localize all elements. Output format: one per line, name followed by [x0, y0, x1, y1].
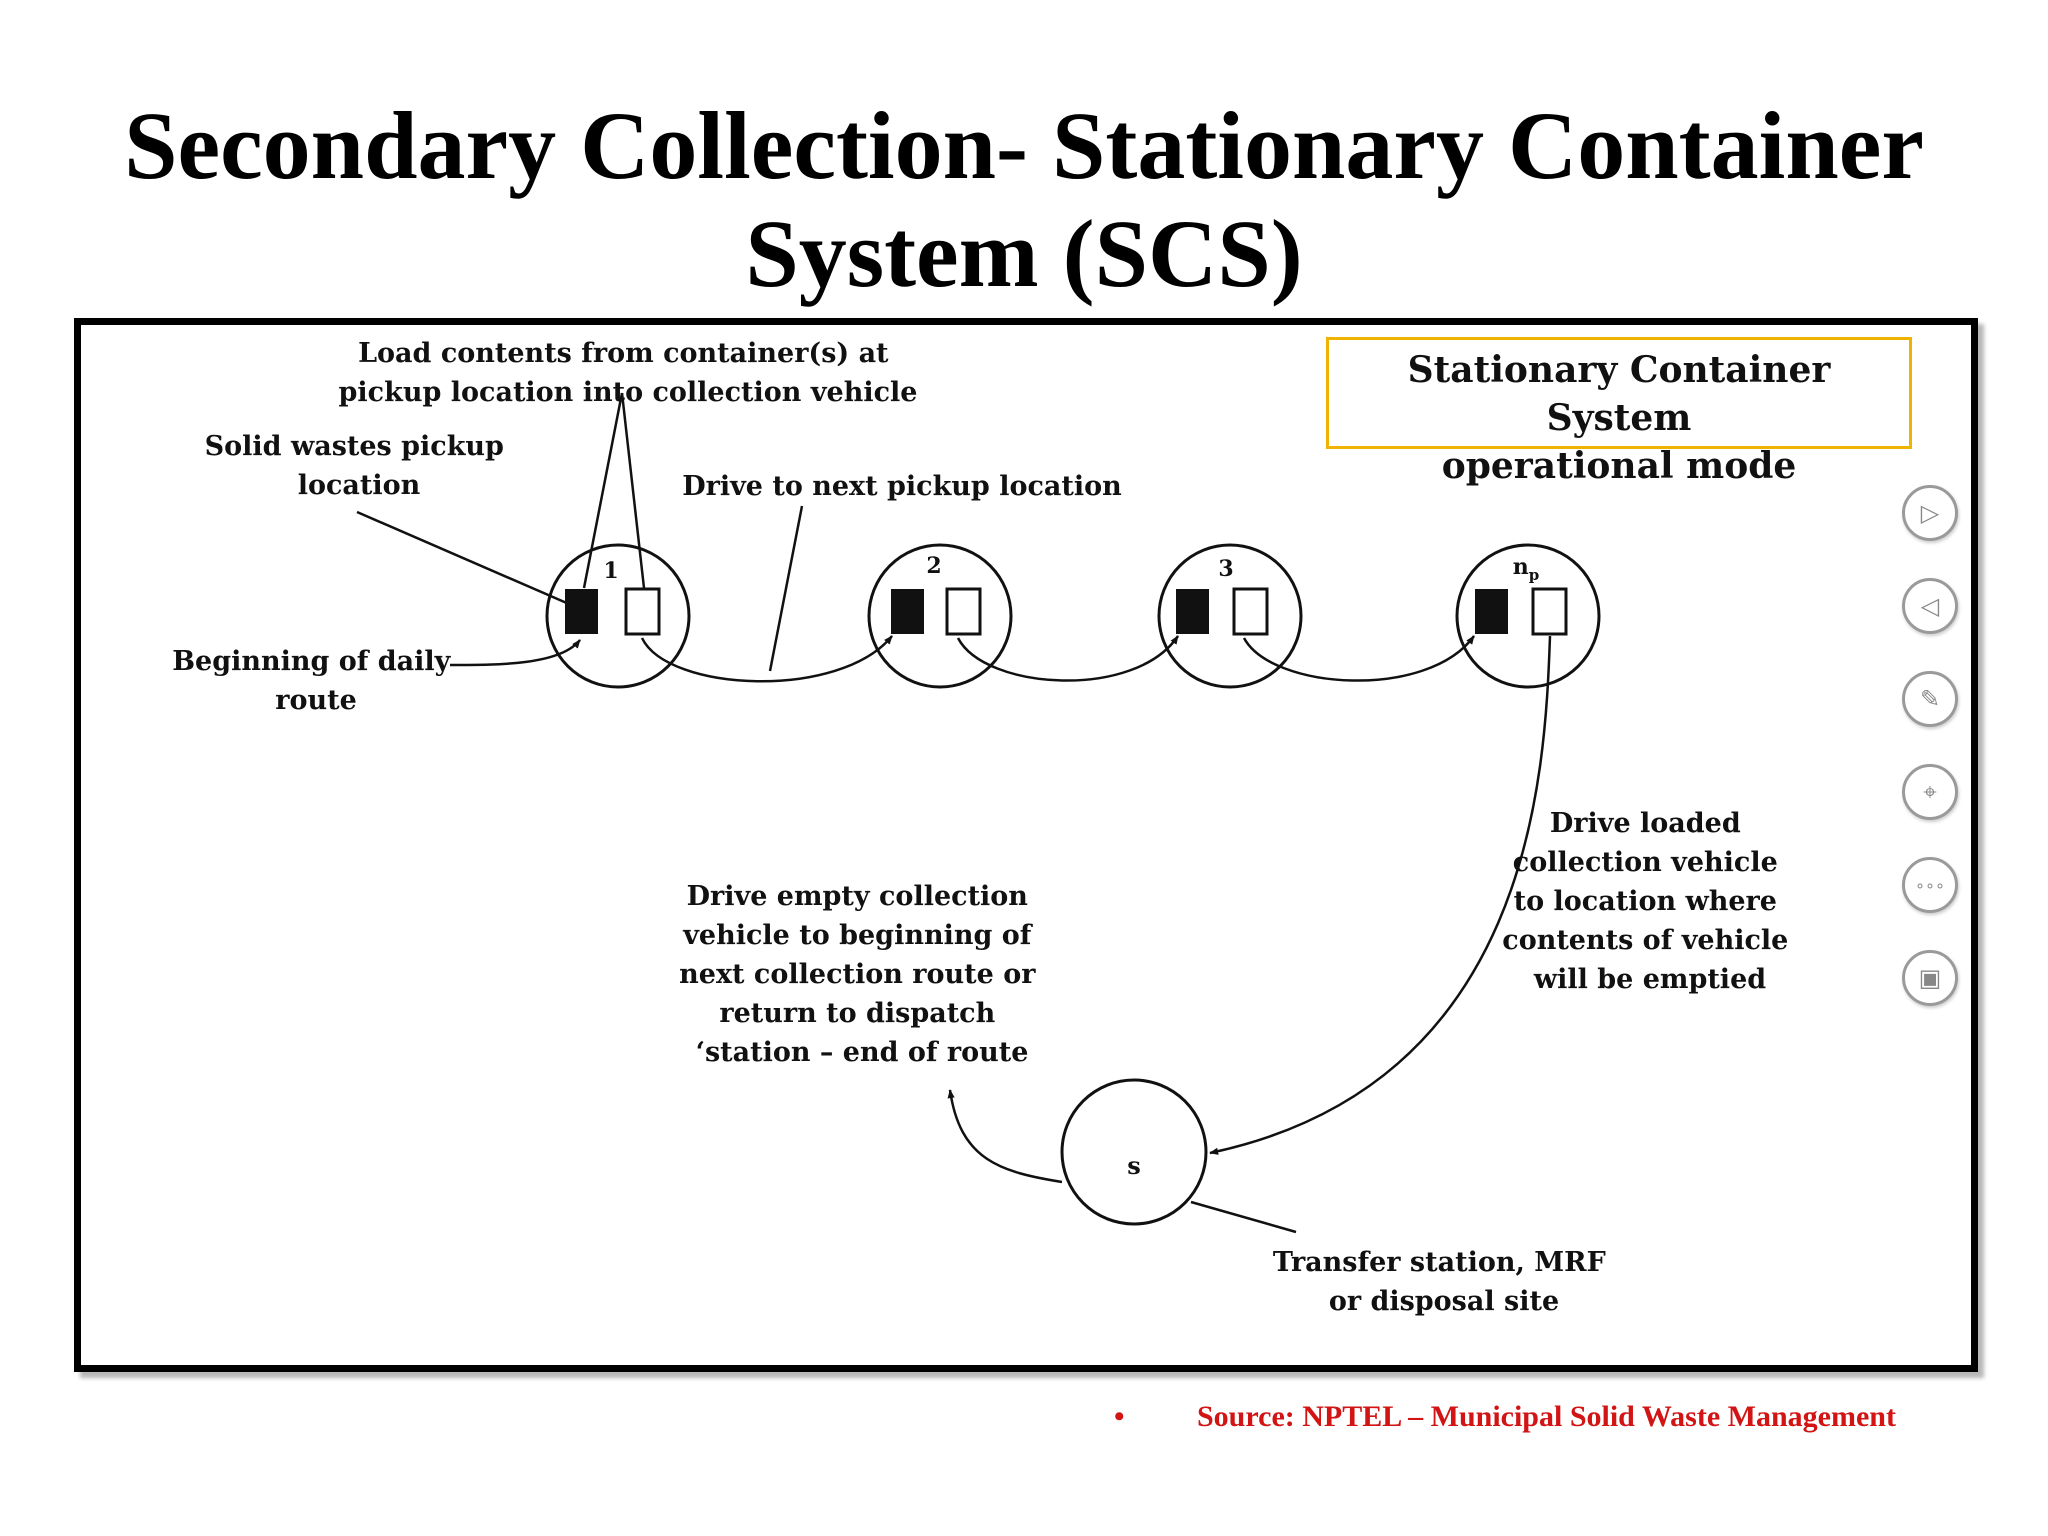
- drive-empty-line2: vehicle to beginning of: [682, 920, 1034, 951]
- load-leader-empty: [620, 392, 646, 589]
- back-icon: ◁: [1920, 592, 1940, 620]
- transfer-station-node: s: [1060, 1078, 1208, 1226]
- transfer-line1: Transfer station, MRF: [1273, 1247, 1606, 1278]
- full-container-1: [565, 589, 598, 634]
- back-button[interactable]: ◁: [1902, 578, 1958, 634]
- pickup-label: Solid wastes pickup location: [205, 431, 514, 501]
- mode-box: Stationary Container System operational …: [1326, 337, 1912, 487]
- pickup-label-line2: location: [298, 470, 421, 501]
- full-container-np: [1475, 589, 1508, 634]
- load-label: Load contents from container(s) at picku…: [339, 338, 918, 408]
- begin-route-line1: Beginning of daily: [172, 646, 451, 677]
- node-label-np: np: [1513, 554, 1540, 584]
- pen-icon: ✎: [1919, 685, 1941, 713]
- route-np-to-s: [1209, 635, 1552, 1155]
- drive-empty-line5: ‘station – end of route: [696, 1037, 1029, 1068]
- load-label-line1: Load contents from container(s) at: [358, 338, 889, 369]
- transfer-label: Transfer station, MRF or disposal site: [1273, 1247, 1615, 1317]
- drive-loaded-line3: to location where: [1514, 886, 1777, 917]
- pickup-location-np: np: [1455, 543, 1601, 689]
- node-label-1: 1: [603, 558, 618, 584]
- drive-loaded-line2: collection vehicle: [1513, 847, 1778, 878]
- route-2-to-3: [956, 635, 1180, 682]
- node-label-2: 2: [926, 553, 941, 579]
- node-label-np-main: n: [1513, 554, 1529, 580]
- mode-box-line1: Stationary Container System: [1407, 349, 1831, 439]
- full-container-2: [891, 589, 924, 634]
- empty-container-np: [1531, 587, 1568, 636]
- pen-button[interactable]: ✎: [1902, 671, 1958, 727]
- drive-next-label: Drive to next pickup location: [682, 471, 1122, 502]
- node-label-3: 3: [1218, 556, 1233, 582]
- begin-route-label: Beginning of daily route: [172, 646, 460, 716]
- pickup-location-2: 2: [867, 543, 1013, 689]
- pointer-icon: ⌖: [1923, 778, 1937, 806]
- source-text: Source: NPTEL – Municipal Solid Waste Ma…: [1197, 1400, 1896, 1433]
- pointer-button[interactable]: ⌖: [1902, 764, 1958, 820]
- load-leader-full: [582, 392, 624, 589]
- pickup-label-line1: Solid wastes pickup: [205, 431, 504, 462]
- node-label-s: s: [1127, 1151, 1141, 1180]
- pickup-location-1: 1: [545, 543, 691, 689]
- title-line-1: Secondary Collection- Stationary Contain…: [124, 92, 1924, 199]
- empty-container-3: [1232, 587, 1269, 636]
- drive-empty-line4: return to dispatch: [719, 998, 995, 1029]
- drive-empty-label: Drive empty collection vehicle to beginn…: [679, 881, 1045, 1068]
- more-button[interactable]: ∘∘∘: [1902, 857, 1958, 913]
- empty-container-2: [945, 587, 982, 636]
- transfer-line2: or disposal site: [1329, 1286, 1559, 1317]
- screen-button[interactable]: ▣: [1902, 950, 1958, 1006]
- pickup-location-3: 3: [1157, 543, 1303, 689]
- drive-loaded-line5: will be emptied: [1533, 964, 1766, 995]
- slide-title: Secondary Collection- Stationary Contain…: [0, 92, 2048, 308]
- more-icon: ∘∘∘: [1914, 875, 1946, 895]
- load-label-line2: pickup location into collection vehicle: [339, 377, 918, 408]
- title-line-2: System (SCS): [745, 200, 1303, 307]
- empty-container-1: [624, 587, 661, 636]
- node-label-np-sub: p: [1529, 566, 1540, 584]
- diagram-frame: [74, 318, 1978, 1372]
- drive-empty-line3: next collection route or: [679, 959, 1036, 990]
- pickup-leader: [356, 510, 570, 606]
- play-button[interactable]: ▷: [1902, 485, 1958, 541]
- route-1-to-2: [640, 635, 893, 683]
- begin-route-line2: route: [275, 685, 357, 716]
- mode-box-line2: operational mode: [1441, 445, 1797, 487]
- screen-icon: ▣: [1918, 964, 1942, 992]
- drive-loaded-label: Drive loaded collection vehicle to locat…: [1502, 808, 1798, 995]
- source-bullet: •: [1114, 1400, 1125, 1433]
- route-s-to-end: [947, 1089, 1063, 1184]
- drive-loaded-line1: Drive loaded: [1550, 808, 1741, 839]
- route-3-to-np: [1242, 635, 1476, 682]
- full-container-3: [1176, 589, 1209, 634]
- begin-route-arrow: [449, 639, 581, 667]
- drive-empty-line1: Drive empty collection: [687, 881, 1029, 912]
- drive-next-leader: [768, 505, 804, 672]
- transfer-leader: [1190, 1200, 1297, 1234]
- play-icon: ▷: [1920, 499, 1940, 527]
- drive-loaded-line4: contents of vehicle: [1502, 925, 1788, 956]
